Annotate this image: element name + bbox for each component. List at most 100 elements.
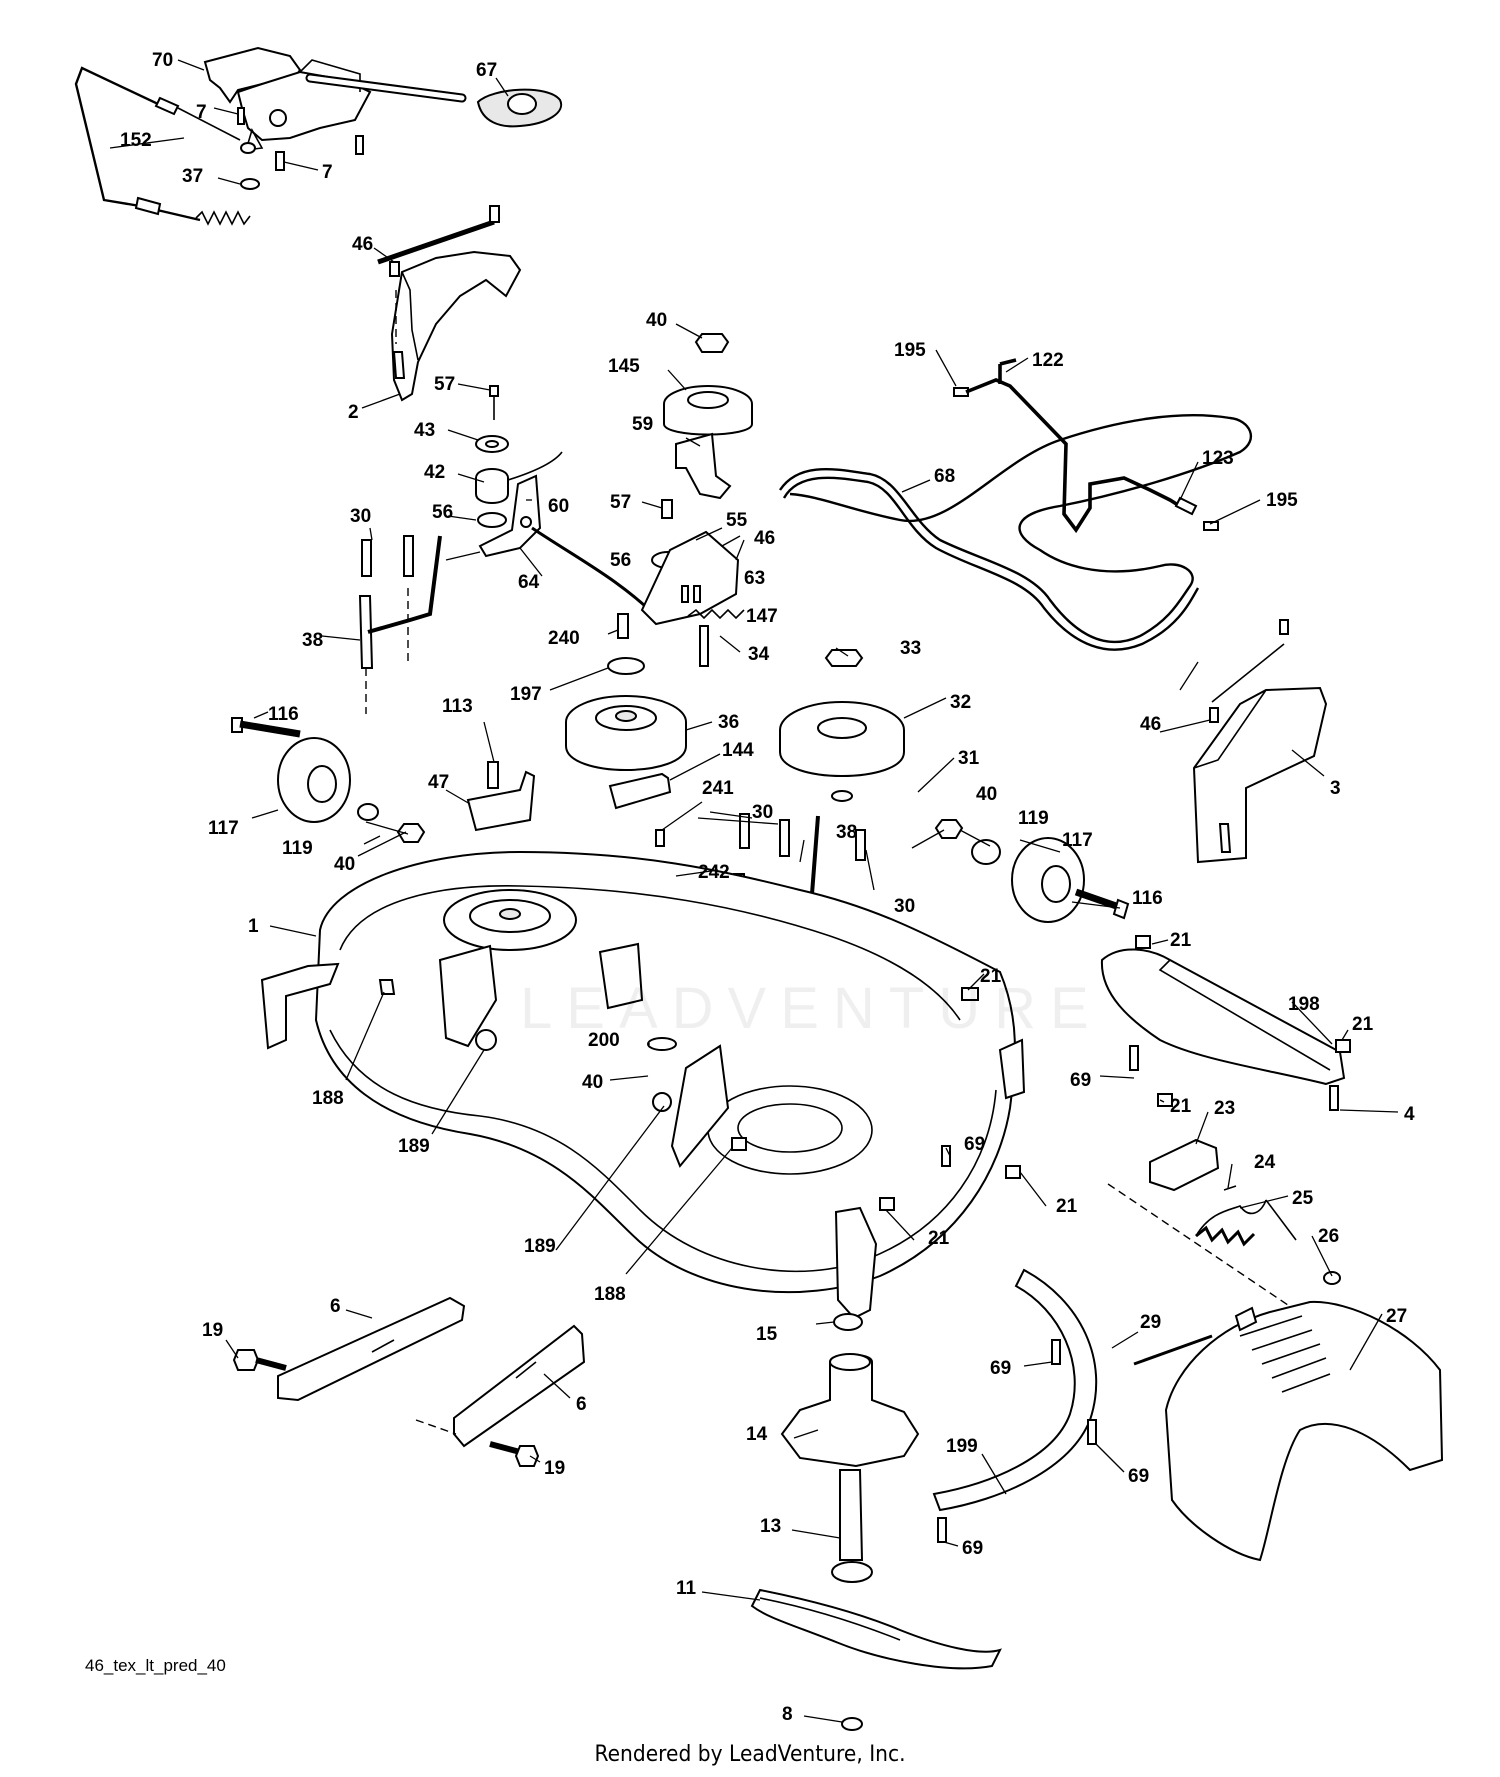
part-tensioner-bracket — [617, 499, 745, 667]
part-pulley-36 — [565, 657, 687, 810]
callout-33: 33 — [900, 638, 921, 659]
callout-38: 38 — [836, 822, 857, 843]
callout-21: 21 — [1352, 1014, 1374, 1035]
callout-199: 199 — [946, 1436, 978, 1457]
callout-198: 198 — [1288, 994, 1320, 1015]
callout-23: 23 — [1214, 1098, 1235, 1119]
callout-200: 200 — [588, 1030, 620, 1051]
part-discharge-chute-27 — [1133, 1271, 1444, 1562]
callout-46: 46 — [754, 528, 775, 549]
part-mower-deck-1 — [260, 850, 1026, 1320]
callout-40: 40 — [976, 784, 997, 805]
part-arm-6-left — [232, 1296, 466, 1402]
callout-25: 25 — [1292, 1188, 1314, 1209]
callout-26: 26 — [1318, 1226, 1339, 1247]
callout-69: 69 — [964, 1134, 985, 1155]
callout-195: 195 — [894, 340, 926, 361]
watermark: LEADVENTURE — [520, 976, 1103, 1041]
part-gauge-wheel-right — [934, 819, 1130, 923]
part-idler-145 — [663, 333, 753, 500]
callout-47: 47 — [428, 772, 449, 793]
callout-242: 242 — [698, 862, 730, 883]
part-washer-37 — [240, 178, 260, 190]
callout-27: 27 — [1386, 1306, 1407, 1327]
callout-59: 59 — [632, 414, 653, 435]
callout-46: 46 — [1140, 714, 1161, 735]
callout-189: 189 — [398, 1136, 430, 1157]
callout-152: 152 — [120, 130, 152, 151]
part-shield-3 — [1192, 619, 1328, 864]
callout-40: 40 — [646, 310, 667, 331]
callout-29: 29 — [1140, 1312, 1161, 1333]
callout-197: 197 — [510, 684, 542, 705]
callout-119: 119 — [282, 838, 313, 859]
part-gauge-wheel-left — [231, 717, 426, 843]
callout-240: 240 — [548, 628, 580, 649]
part-spring-bracket-23 — [1107, 1093, 1341, 1341]
callout-1: 1 — [248, 916, 259, 937]
part-deflector-bar-199 — [932, 1268, 1098, 1543]
callout-13: 13 — [760, 1516, 781, 1537]
callout-24: 24 — [1254, 1152, 1276, 1173]
callout-38: 38 — [302, 630, 323, 651]
callout-55: 55 — [726, 510, 748, 531]
callout-60: 60 — [548, 496, 569, 517]
callout-64: 64 — [518, 572, 540, 593]
callout-30: 30 — [350, 506, 371, 527]
part-knob-67 — [476, 88, 563, 128]
leader-lines — [109, 59, 1399, 1723]
part-arm-6-right — [415, 1324, 586, 1467]
part-spindle-stack — [780, 1313, 920, 1583]
callout-69: 69 — [962, 1538, 983, 1559]
callout-68: 68 — [934, 466, 955, 487]
callout-119: 119 — [1018, 808, 1049, 829]
callout-4: 4 — [1404, 1104, 1415, 1125]
callout-2: 2 — [348, 402, 359, 423]
part-belt-68 — [779, 414, 1252, 651]
part-blade-11 — [750, 1588, 1002, 1731]
callout-113: 113 — [442, 696, 473, 717]
callout-32: 32 — [950, 692, 971, 713]
figure-code: 46_tex_lt_pred_40 — [85, 1656, 226, 1675]
callout-8: 8 — [782, 1704, 793, 1725]
part-belt-guide-rod — [953, 358, 1219, 534]
part-lift-rod-38-left — [358, 535, 442, 714]
callout-40: 40 — [582, 1072, 603, 1093]
callout-57: 57 — [434, 374, 455, 395]
callout-147: 147 — [746, 606, 778, 627]
callout-3: 3 — [1330, 778, 1341, 799]
callout-42: 42 — [424, 462, 445, 483]
callout-69: 69 — [1070, 1070, 1091, 1091]
callout-63: 63 — [744, 568, 765, 589]
callout-46: 46 — [352, 234, 373, 255]
part-shield-2 — [377, 219, 522, 402]
part-baffle-198 — [1100, 935, 1351, 1111]
callout-145: 145 — [608, 356, 640, 377]
callout-122: 122 — [1032, 350, 1064, 371]
callout-19: 19 — [202, 1320, 223, 1341]
part-screws-7 — [237, 107, 364, 171]
callout-7: 7 — [322, 162, 333, 183]
callout-117: 117 — [1062, 830, 1093, 851]
part-screws-46 — [389, 205, 500, 277]
callout-19: 19 — [544, 1458, 565, 1479]
callout-56: 56 — [610, 550, 631, 571]
callout-34: 34 — [748, 644, 770, 665]
callout-31: 31 — [958, 748, 980, 769]
callout-11: 11 — [676, 1578, 697, 1599]
callout-188: 188 — [594, 1284, 626, 1305]
callout-21: 21 — [1170, 1096, 1192, 1117]
callout-21: 21 — [1056, 1196, 1078, 1217]
callout-188: 188 — [312, 1088, 344, 1109]
part-cable-152 — [74, 66, 256, 226]
callout-21: 21 — [980, 966, 1002, 987]
callout-116: 116 — [268, 704, 299, 725]
callout-7: 7 — [196, 102, 207, 123]
callout-241: 241 — [702, 778, 734, 799]
callout-30: 30 — [894, 896, 915, 917]
render-credit: Rendered by LeadVenture, Inc. — [594, 1742, 906, 1767]
callout-6: 6 — [330, 1296, 341, 1317]
callout-21: 21 — [1170, 930, 1192, 951]
callout-117: 117 — [208, 818, 239, 839]
